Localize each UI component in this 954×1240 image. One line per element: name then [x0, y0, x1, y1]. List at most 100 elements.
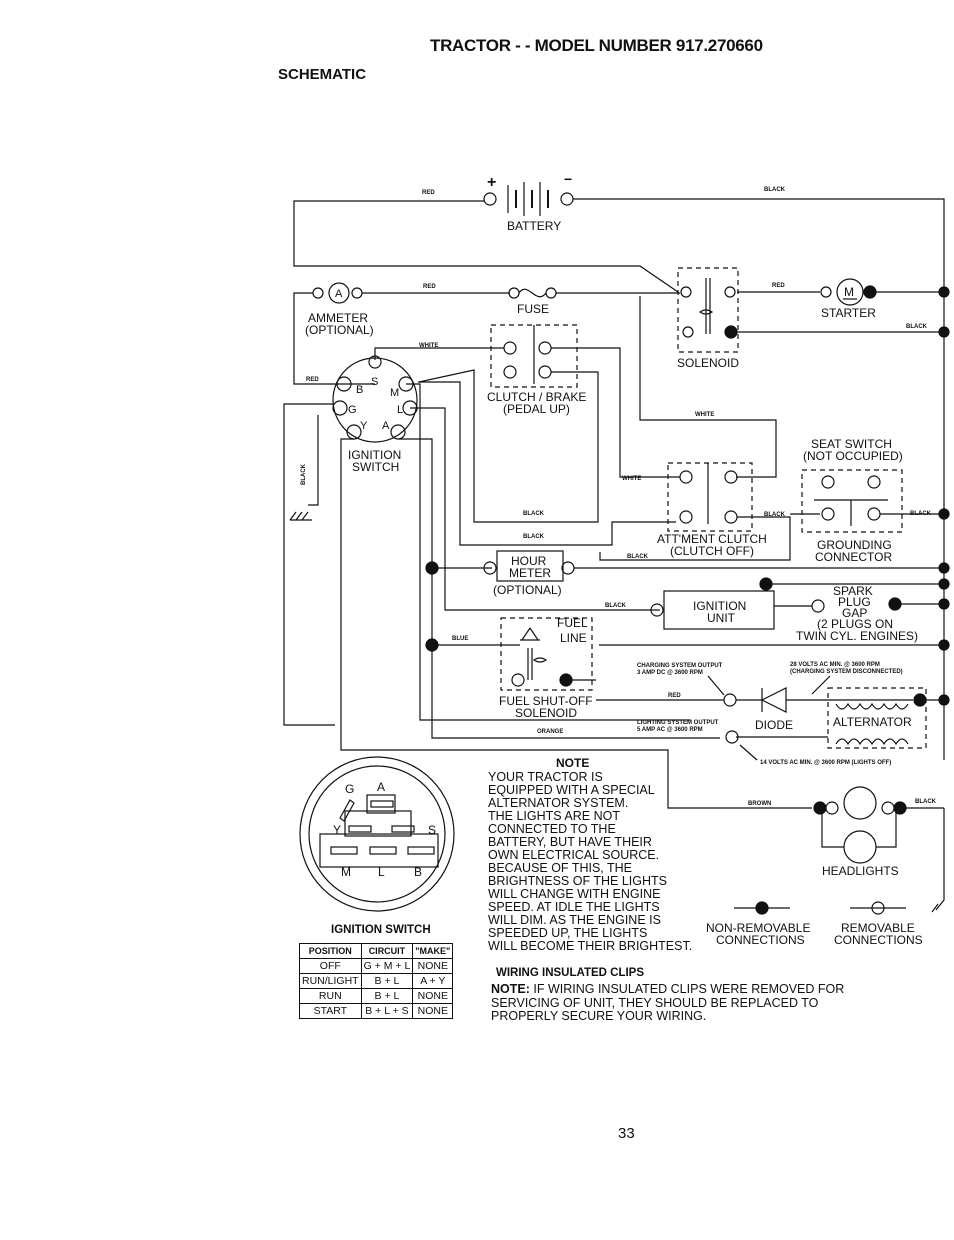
ign-term-b: B	[356, 384, 363, 396]
fuel-sol-label-2: SOLENOID	[515, 706, 577, 720]
table-row: RUN B + L NONE	[299, 988, 454, 1004]
battery-label: BATTERY	[507, 219, 561, 233]
note-line: OWN ELECTRICAL SOURCE.	[488, 848, 660, 862]
hour-meter-optional: (OPTIONAL)	[493, 583, 562, 597]
ign-diagram-a: A	[377, 780, 385, 794]
table-cell: RUN	[299, 988, 362, 1004]
legend-non-removable-1: NON-REMOVABLE	[706, 921, 810, 935]
wire-label-black-8: BLACK	[627, 554, 649, 560]
clips-note-label: NOTE:	[491, 982, 530, 996]
grounding-label-2: CONNECTOR	[815, 550, 892, 564]
clutch-brake-sub: (PEDAL UP)	[503, 402, 570, 416]
table-cell: B + L	[360, 988, 414, 1004]
fuel-sol-label-1: FUEL SHUT-OFF	[499, 694, 593, 708]
starter-motor-letter: M	[844, 285, 854, 299]
clutch-brake-label: CLUTCH / BRAKE	[487, 390, 586, 404]
alternator-label: ALTERNATOR	[833, 715, 912, 729]
ign-diagram-m: M	[341, 865, 351, 879]
hour-meter-label-1: HOUR	[511, 554, 547, 568]
wire-label-red-4: RED	[772, 283, 785, 289]
table-cell: G + M + L	[360, 958, 414, 974]
spark-label-4: (2 PLUGS ON	[817, 617, 893, 631]
ammeter-optional: (OPTIONAL)	[305, 323, 374, 337]
wire-label-red-3: RED	[306, 377, 319, 383]
starter-label: STARTER	[821, 306, 876, 320]
ammeter-symbol: A	[335, 288, 343, 300]
wire-label-black-2: BLACK	[906, 324, 928, 330]
charging-note-1: CHARGING SYSTEM OUTPUT	[637, 663, 723, 669]
wire-label-red-5: RED	[668, 693, 681, 699]
attment-clutch-label: ATT'MENT CLUTCH	[657, 532, 767, 546]
clips-heading: WIRING INSULATED CLIPS	[496, 967, 645, 979]
ammeter-label: AMMETER	[308, 311, 368, 325]
fuel-line-label-1: FUEL	[557, 616, 588, 630]
ign-term-a: A	[382, 420, 390, 432]
page-title: TRACTOR - - MODEL NUMBER 917.270660	[430, 36, 763, 55]
ign-diagram-l: L	[378, 865, 385, 879]
table-cell: NONE	[412, 1003, 454, 1019]
wire-label-white-3: WHITE	[622, 476, 641, 482]
seat-switch-sub: (NOT OCCUPIED)	[803, 449, 903, 463]
wire-label-white-2: WHITE	[695, 412, 714, 418]
table-cell: NONE	[412, 988, 454, 1004]
ign-diagram-g: G	[345, 782, 354, 796]
diode-label: DIODE	[755, 718, 793, 732]
clips-note-line: IF WIRING INSULATED CLIPS WERE REMOVED F…	[533, 982, 845, 996]
wire-label-black-9: BLACK	[605, 603, 627, 609]
ignition-unit-label-2: UNIT	[707, 611, 736, 625]
wire-label-black-10: BLACK	[915, 799, 937, 805]
table-header-row: POSITION CIRCUIT "MAKE"	[299, 943, 454, 959]
solenoid-label: SOLENOID	[677, 356, 739, 370]
table-row: OFF G + M + L NONE	[299, 958, 454, 974]
ign-term-l: L	[397, 404, 403, 416]
wire-label-black-7: BLACK	[523, 534, 545, 540]
ignition-switch-label-2: SWITCH	[352, 460, 399, 474]
wire-label-black-4: BLACK	[910, 511, 932, 517]
clips-note-line: SERVICING OF UNIT, THEY SHOULD BE REPLAC…	[491, 995, 819, 1010]
attment-clutch-sub: (CLUTCH OFF)	[670, 544, 754, 558]
spark-label-3: GAP	[842, 606, 867, 620]
legend-non-removable-2: CONNECTIONS	[716, 933, 805, 947]
spark-label-1: SPARK	[833, 584, 873, 598]
ign-diagram-b: B	[414, 865, 422, 879]
table-cell: B + L	[360, 973, 414, 989]
note-line: BRIGHTNESS OF THE LIGHTS	[488, 874, 667, 888]
volts28-note-1: 28 VOLTS AC MIN. @ 3600 RPM	[790, 662, 880, 668]
table-cell: NONE	[412, 958, 454, 974]
note-line: YOUR TRACTOR IS	[488, 770, 603, 784]
seat-switch-label: SEAT SWITCH	[811, 437, 892, 451]
ign-term-g: G	[348, 404, 357, 416]
volts28-note-2: (CHARGING SYSTEM DISCONNECTED)	[790, 669, 903, 675]
wire-label-black-3: BLACK	[301, 463, 307, 485]
clips-note-line: PROPERLY SECURE YOUR WIRING.	[491, 1009, 707, 1023]
table-cell: OFF	[299, 958, 362, 974]
battery-minus: −	[564, 171, 572, 187]
table-row: START B + L + S NONE	[299, 1003, 454, 1019]
grounding-label-1: GROUNDING	[817, 538, 892, 552]
ignition-switch-title: IGNITION SWITCH	[331, 924, 431, 936]
battery-plus: +	[487, 174, 496, 191]
note-line: WILL BECOME THEIR BRIGHTEST.	[488, 939, 693, 953]
legend-removable-2: CONNECTIONS	[834, 933, 923, 947]
wire-label-red-2: RED	[423, 284, 436, 290]
note-line: BATTERY, BUT HAVE THEIR	[488, 835, 652, 849]
ignition-switch-table: POSITION CIRCUIT "MAKE" OFF G + M + L NO…	[299, 943, 454, 1019]
fuse-label: FUSE	[517, 302, 549, 316]
wire-label-white: WHITE	[419, 343, 438, 349]
note-body: YOUR TRACTOR IS EQUIPPED WITH A SPECIAL …	[488, 771, 718, 953]
clips-note: NOTE: IF WIRING INSULATED CLIPS WERE REM…	[491, 982, 845, 1024]
note-line: SPEED. AT IDLE THE LIGHTS	[488, 900, 660, 914]
table-cell: START	[299, 1003, 362, 1019]
fuel-line-label-2: LINE	[560, 631, 587, 645]
note-line: EQUIPPED WITH A SPECIAL	[488, 783, 655, 797]
hour-meter-label-2: METER	[509, 566, 551, 580]
table-cell: B + L + S	[360, 1003, 414, 1019]
wire-label-blue: BLUE	[452, 636, 468, 642]
ignition-unit-label-1: IGNITION	[693, 599, 746, 613]
ignition-switch-label-1: IGNITION	[348, 448, 401, 462]
page-number: 33	[618, 1125, 635, 1142]
wire-label-black-6: BLACK	[523, 511, 545, 517]
volts14-note: 14 VOLTS AC MIN. @ 3600 RPM (LIGHTS OFF)	[760, 760, 891, 766]
table-header: "MAKE"	[412, 943, 454, 959]
